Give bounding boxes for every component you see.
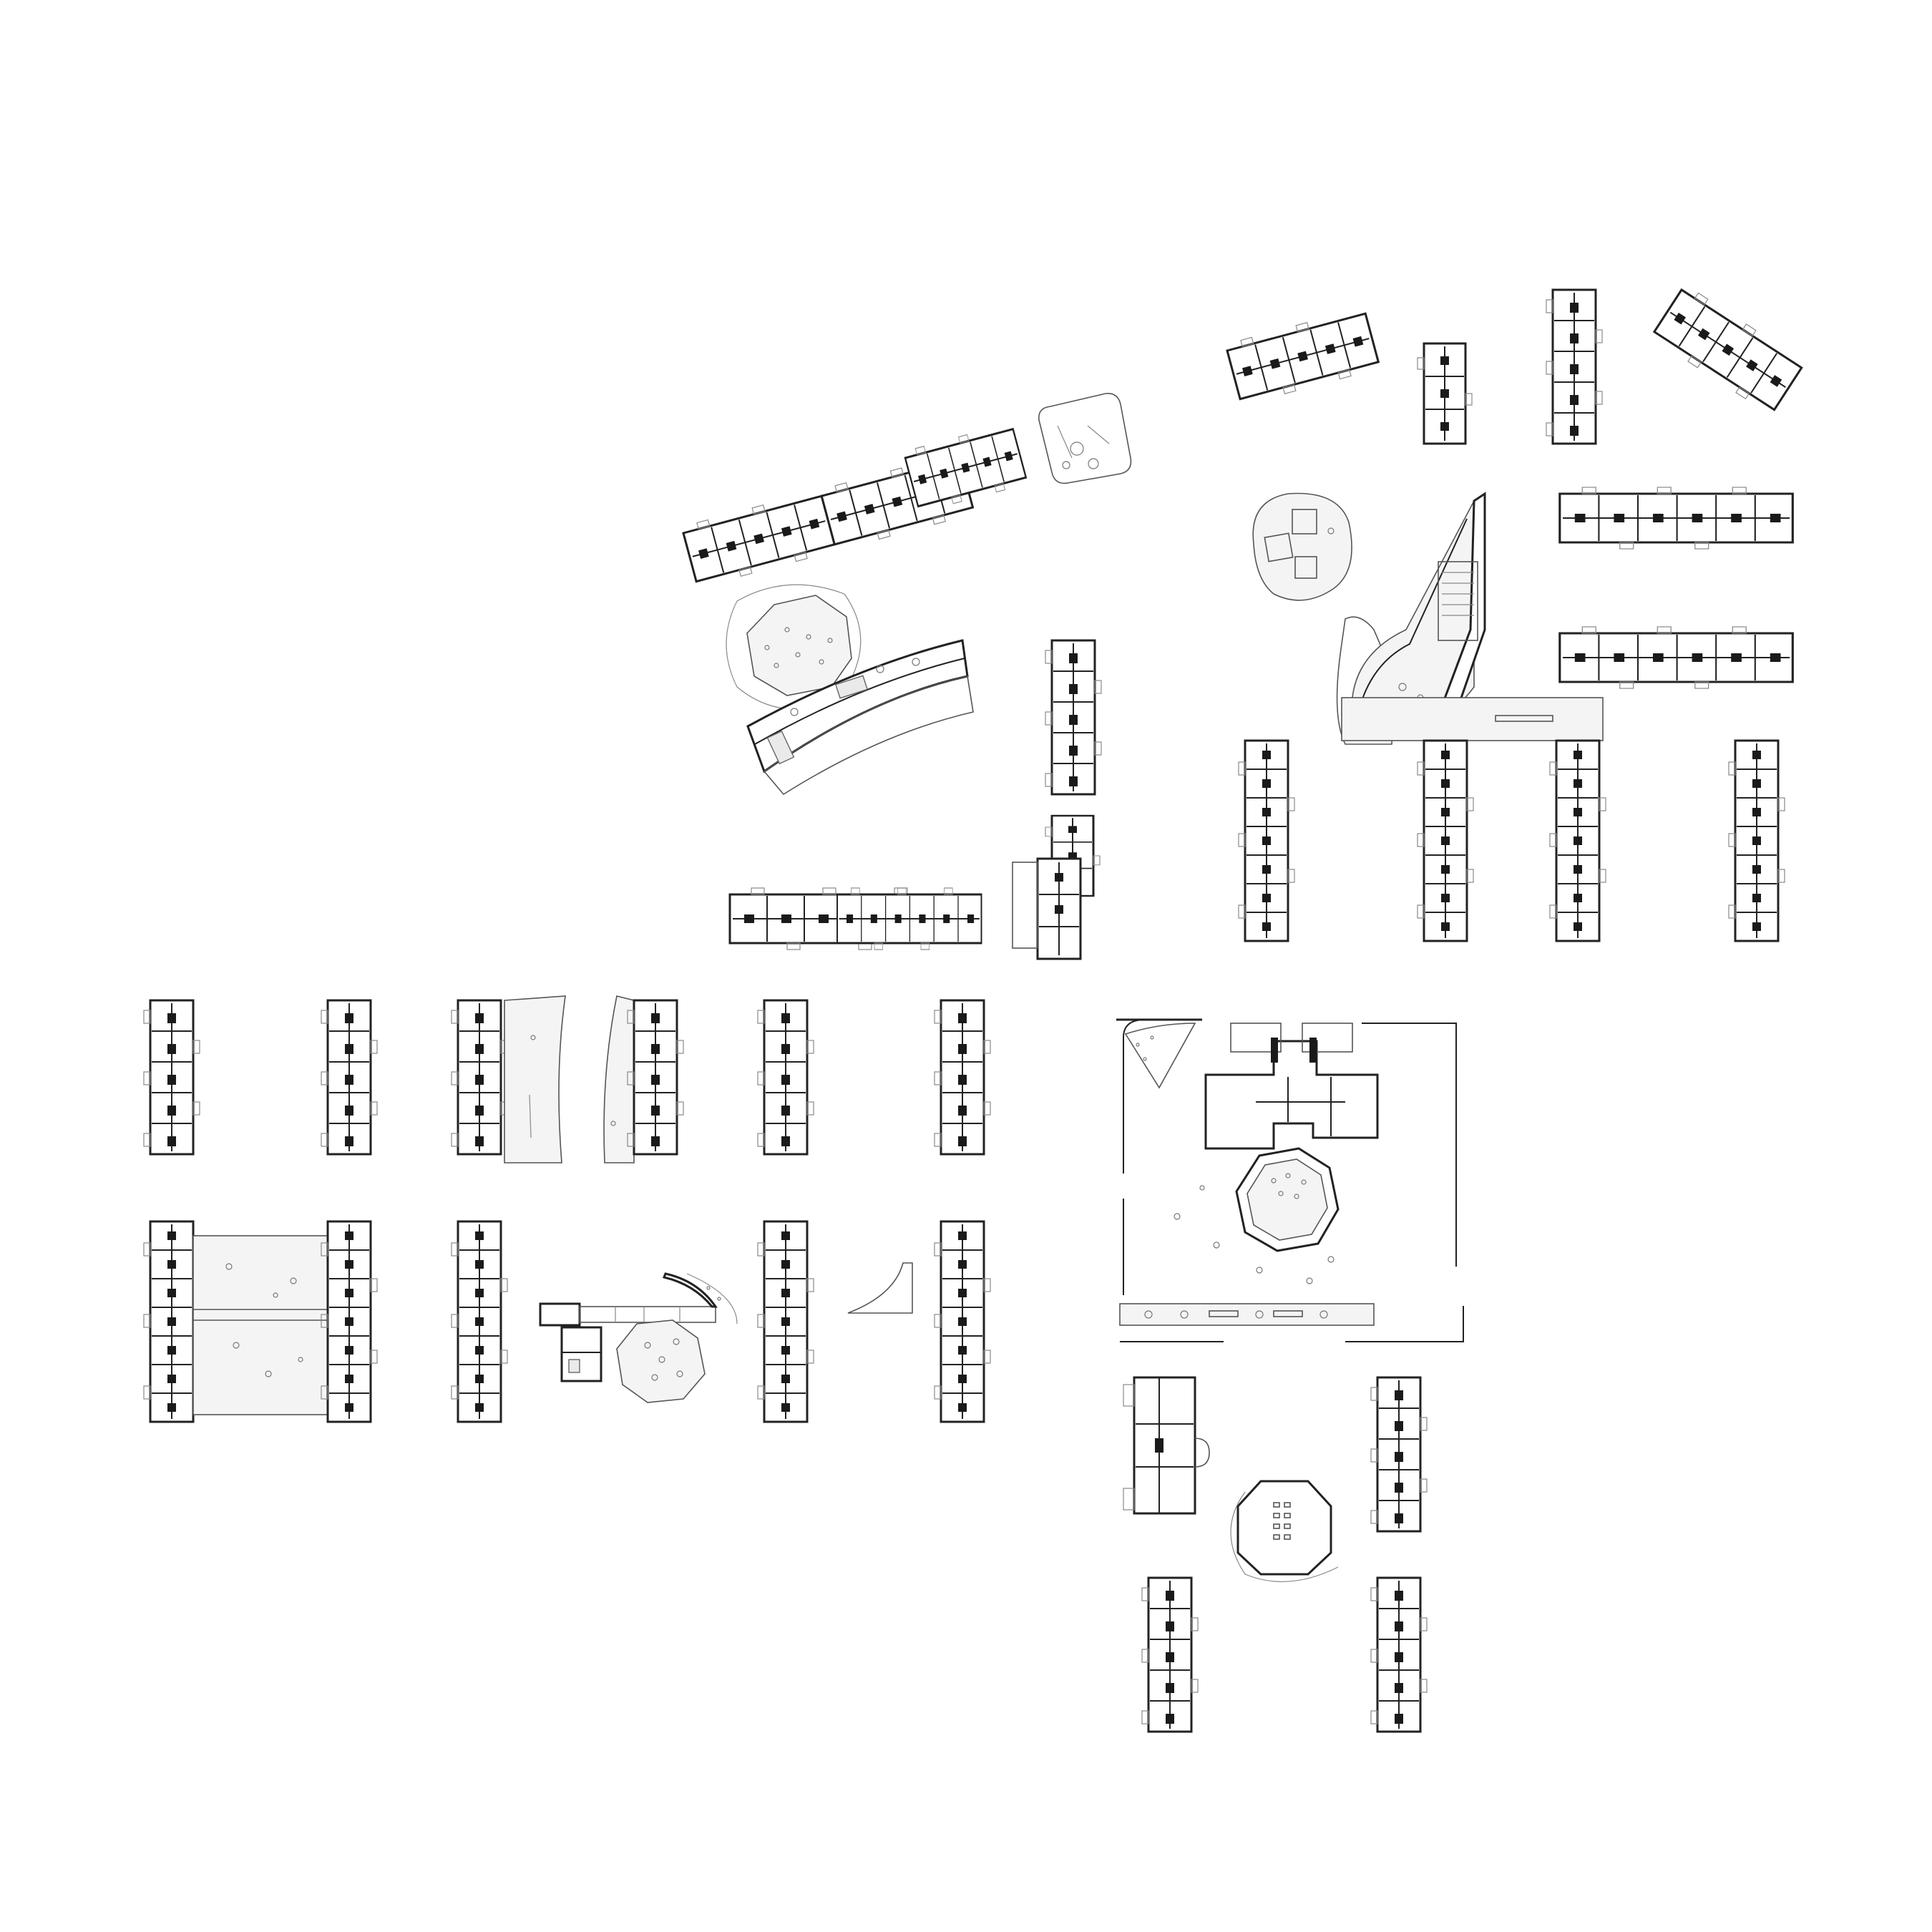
manor-house [1204,1023,1379,1150]
garden-strip-2 [603,995,635,1163]
diagonal-slab-east [1649,283,1807,416]
campus-bench-strip [1119,1303,1375,1326]
l-shaped-block [1012,814,1101,960]
garden-strip-1 [504,995,566,1163]
campus-enclosure [1116,1018,1464,1342]
round-playground [1252,492,1352,601]
teardrop-hall [1336,492,1486,745]
octagon-complex-south [539,1272,738,1403]
octagonal-hall [1235,1147,1340,1252]
school-block [1123,1376,1210,1515]
playground-pavilion [1038,392,1132,484]
octagon-assembly [1230,1480,1339,1583]
shared-courtyard [192,1235,328,1415]
curved-community-building [746,639,974,796]
ramp-wedge [847,1262,913,1314]
campus-lawn [1174,1185,1335,1284]
tilted-slab-north [1224,306,1382,406]
walkway-ne [1341,697,1604,741]
